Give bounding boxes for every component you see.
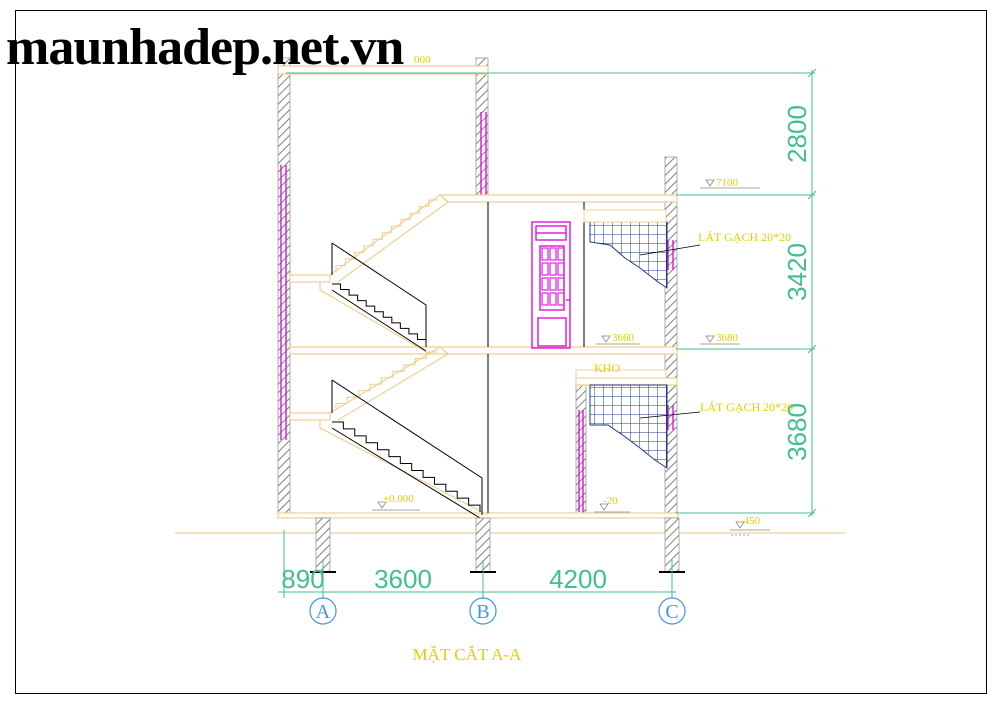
level-minus450: -450 (740, 515, 761, 527)
wall-left (277, 57, 291, 516)
foundations (310, 517, 685, 573)
stair-flight-rising (335, 199, 438, 272)
door-glass-pane (549, 292, 557, 306)
stair-flight (332, 421, 481, 512)
door-glass-pane (557, 277, 565, 291)
stair-flight-rising (335, 351, 438, 410)
watermark-logo: maunhadep.net.vn (6, 19, 404, 76)
dim-vertical-3: 3680 (782, 403, 812, 461)
tile-note-upper: LÁT GẠCH 20*20 (698, 230, 791, 244)
door-glass-pane (541, 247, 549, 261)
dim-vertical-1: 2800 (782, 105, 812, 163)
balustrades (331, 242, 483, 515)
door-glass-pane (541, 262, 549, 276)
stair-flight (332, 283, 427, 345)
room-kho: KHO (594, 361, 620, 375)
axis-label-b: B (476, 601, 489, 623)
door-glass-pane (557, 247, 565, 261)
axis-label-a: A (316, 601, 331, 623)
door-glass-pane (557, 262, 565, 276)
level-3680: 3680 (716, 332, 739, 344)
door-glass-pane (557, 292, 565, 306)
level-markers (372, 179, 770, 536)
drawing-title: MẶT CẮT A-A (413, 645, 523, 664)
roof-parapet (277, 65, 489, 75)
axis-label-c: C (665, 601, 678, 623)
leaders (639, 244, 701, 419)
door-glass-pane (549, 277, 557, 291)
door-panels (541, 247, 565, 306)
dim-horizontal-1: 890 (281, 564, 324, 594)
level-7100: 7100 (716, 177, 739, 189)
horizontal-dimensions (278, 530, 676, 598)
dim-vertical-2: 3420 (782, 243, 812, 301)
vertical-dimensions (286, 68, 817, 518)
level-3660: 3660 (612, 332, 635, 344)
door-glass-pane (541, 292, 549, 306)
dim-horizontal-2: 3600 (374, 564, 432, 594)
stair-slabs (319, 194, 489, 516)
floor-slabs (277, 194, 679, 519)
door (531, 221, 571, 349)
tile-note-lower: LÁT GẠCH 20*20 (700, 400, 793, 414)
dim-horizontal-3: 4200 (549, 564, 607, 594)
door-glass-pane (549, 262, 557, 276)
stair-soffit (331, 289, 427, 352)
level-0: ±0.000 (383, 493, 414, 505)
stairs (331, 199, 481, 519)
stair-soffit (331, 427, 481, 519)
partitions (487, 202, 585, 513)
tiled-walls (575, 209, 668, 469)
wall-openings (280, 112, 674, 512)
axis-circles (309, 597, 686, 625)
wall-kho (575, 381, 587, 516)
door-glass-pane (549, 247, 557, 261)
walls (277, 57, 678, 516)
drawing-frame (15, 10, 987, 694)
level-top: 000 (414, 54, 431, 66)
door-glass-pane (541, 277, 549, 291)
level-minus20: -20 (603, 495, 618, 507)
